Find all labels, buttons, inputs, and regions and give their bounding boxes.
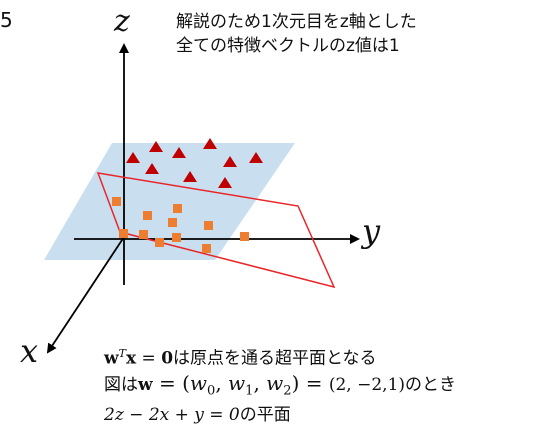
triangle-point [145,163,159,174]
data-plane [44,143,295,260]
x-axis-arrow [46,236,125,354]
top-note-line2: 全ての特徴ベクトルのz値は1 [176,36,400,56]
bottom-note-line1: wTx = 0は原点を通る超平面となる [104,342,456,371]
plane-equation: 2z − 2x + y = 0 [104,405,240,426]
square-point [172,233,181,242]
square-point [112,197,121,206]
vector-w: w [104,348,119,369]
triangle-point [203,138,217,149]
hyperplane-statement: は原点を通る超平面となる [173,348,377,369]
square-point [240,232,249,241]
w0-sub: 0 [207,383,216,399]
corner-mark: 5 [0,8,13,32]
w0: w [189,370,208,395]
triangle-point [149,141,163,152]
vector-x: x [125,348,137,369]
square-point [143,211,152,220]
z-axis-label: z [114,4,130,39]
separating-hyperplane [96,172,336,289]
bottom-note: wTx = 0は原点を通る超平面となる 図はw = (w0, w1, w2) =… [104,342,456,427]
weight-close: ) = [291,370,329,395]
plane-suffix: の平面 [239,405,291,426]
w1-sub: 1 [245,383,254,399]
top-note-line1: 解説のため1次元目をz軸とした [176,12,417,32]
w2: w [266,370,284,395]
y-axis-label: y [362,212,381,250]
triangle-point [126,152,140,163]
weight-values: (2, −2,1) [328,374,406,395]
triangle-point [218,177,232,188]
square-point [173,204,182,213]
zero-vector: 0 [161,348,174,369]
x-axis-label: x [20,332,39,370]
bottom-note-line3: 2z − 2x + y = 0の平面 [104,403,456,427]
triangle-point [183,171,197,182]
top-note: 解説のため1次元目をz軸とした 全ての特徴ベクトルのz値は1 [176,10,417,58]
weight-open: = ( [152,370,190,395]
transpose-mark: T [118,347,126,360]
triangle-point [172,147,186,158]
square-point [168,218,177,227]
comma2: , [253,370,267,395]
comma1: , [215,370,229,395]
square-point [204,221,213,230]
weight-vector: w [138,374,153,395]
w1: w [228,370,246,395]
figure-prefix: 図は [104,374,138,395]
square-point [155,238,164,247]
bottom-note-line2: 図はw = (w0, w1, w2) = (2, −2,1)のとき [104,371,456,403]
equals-sign: = [136,348,162,369]
square-point [119,229,128,238]
square-point [139,230,148,239]
figure-suffix: のとき [405,374,457,395]
triangle-point [223,156,237,167]
square-point [202,244,211,253]
triangle-points [126,138,263,188]
square-points [112,197,249,253]
triangle-point [249,152,263,163]
w2-sub: 2 [283,383,292,399]
